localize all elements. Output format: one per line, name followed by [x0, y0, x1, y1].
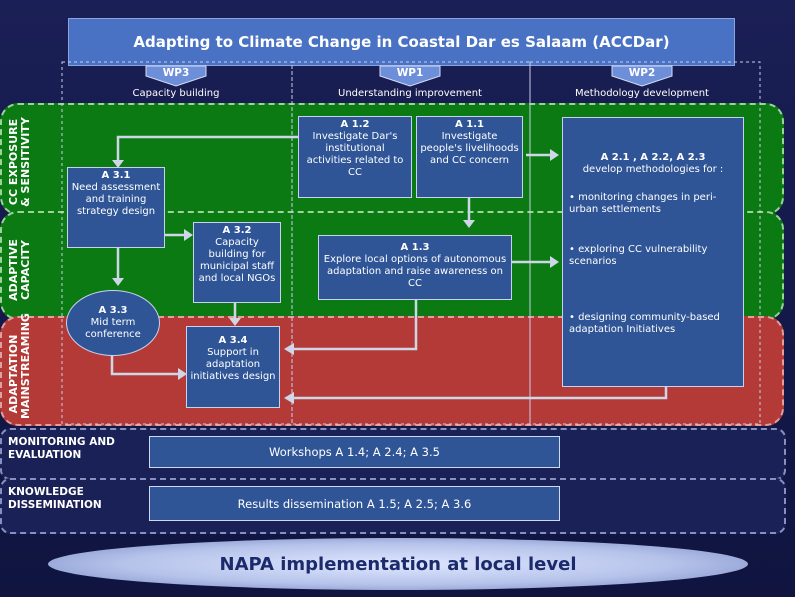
- box-a13-id: A 1.3: [400, 242, 430, 253]
- napa-banner: NAPA implementation at local level: [48, 538, 748, 590]
- box-wp2-id: A 2.1 , A 2.2, A 2.3: [600, 152, 706, 163]
- wp2-item-monitoring: • monitoring changes in peri-urban settl…: [569, 192, 717, 215]
- box-a34: A 3.4 Support in adaptation initiatives …: [186, 326, 280, 408]
- wp2-tag: WP2: [628, 67, 656, 79]
- wp2-item-scenarios: • exploring CC vulnerability scenarios: [569, 244, 708, 267]
- wp1-tag: WP1: [396, 67, 424, 79]
- wp1-arrow-icon: [379, 65, 441, 87]
- box-a34-id: A 3.4: [218, 335, 248, 346]
- box-a13: A 1.3 Explore local options of autonomou…: [318, 235, 512, 300]
- wp2-arrow-icon: [611, 65, 673, 87]
- monitoring-label: MONITORING AND EVALUATION: [8, 436, 115, 461]
- knowledge-label: KNOWLEDGE DISSEMINATION: [8, 486, 102, 511]
- box-a32-id: A 3.2: [222, 225, 252, 236]
- box-a11: A 1.1 Investigate people's livelihoods a…: [416, 116, 523, 198]
- box-a32: A 3.2 Capacity building for municipal st…: [193, 222, 281, 303]
- box-a31-text: Need assessment and training strategy de…: [71, 182, 161, 217]
- box-a12: A 1.2 Investigate Dar's institutional ac…: [298, 116, 412, 198]
- monitoring-strip: Workshops A 1.4; A 2.4; A 3.5: [149, 436, 560, 468]
- box-a32-text: Capacity building for municipal staff an…: [198, 237, 276, 284]
- box-a34-text: Support in adaptation initiatives design: [190, 347, 276, 382]
- diagram-title: Adapting to Climate Change in Coastal Da…: [68, 18, 735, 66]
- knowledge-strip: Results dissemination A 1.5; A 2.5; A 3.…: [149, 486, 560, 521]
- box-a33: A 3.3 Mid term conference: [66, 290, 160, 356]
- box-a13-text: Explore local options of autonomous adap…: [323, 254, 507, 289]
- wp2-item-initiatives: • designing community-based adaptation I…: [569, 312, 720, 335]
- box-a31-id: A 3.1: [101, 170, 131, 181]
- wp3-label: Capacity building: [132, 88, 220, 99]
- wp3-arrow-icon: [145, 65, 207, 87]
- box-a33-id: A 3.3: [98, 305, 128, 316]
- box-a12-id: A 1.2: [340, 119, 370, 130]
- row-label-exposure: CC EXPOSURE & SENSITIVITY: [7, 117, 32, 207]
- box-wp2-intro: develop methodologies for :: [582, 164, 724, 175]
- box-wp2-methodologies: A 2.1 , A 2.2, A 2.3 develop methodologi…: [562, 117, 744, 387]
- row-label-adaptive: ADAPTIVE CAPACITY: [7, 239, 32, 301]
- wp3-tag: WP3: [162, 67, 190, 79]
- wp2-label: Methodology development: [575, 88, 709, 99]
- row-label-mainstreaming: ADAPTATION MAINSTREAMING: [7, 313, 32, 419]
- box-a12-text: Investigate Dar's institutional activiti…: [306, 131, 404, 178]
- box-a31: A 3.1 Need assessment and training strat…: [67, 167, 165, 248]
- box-a11-id: A 1.1: [455, 119, 484, 130]
- box-a33-text: Mid term conference: [85, 317, 141, 340]
- wp1-label: Understanding improvement: [338, 88, 482, 99]
- box-a11-text: Investigate people's livelihoods and CC …: [420, 131, 519, 166]
